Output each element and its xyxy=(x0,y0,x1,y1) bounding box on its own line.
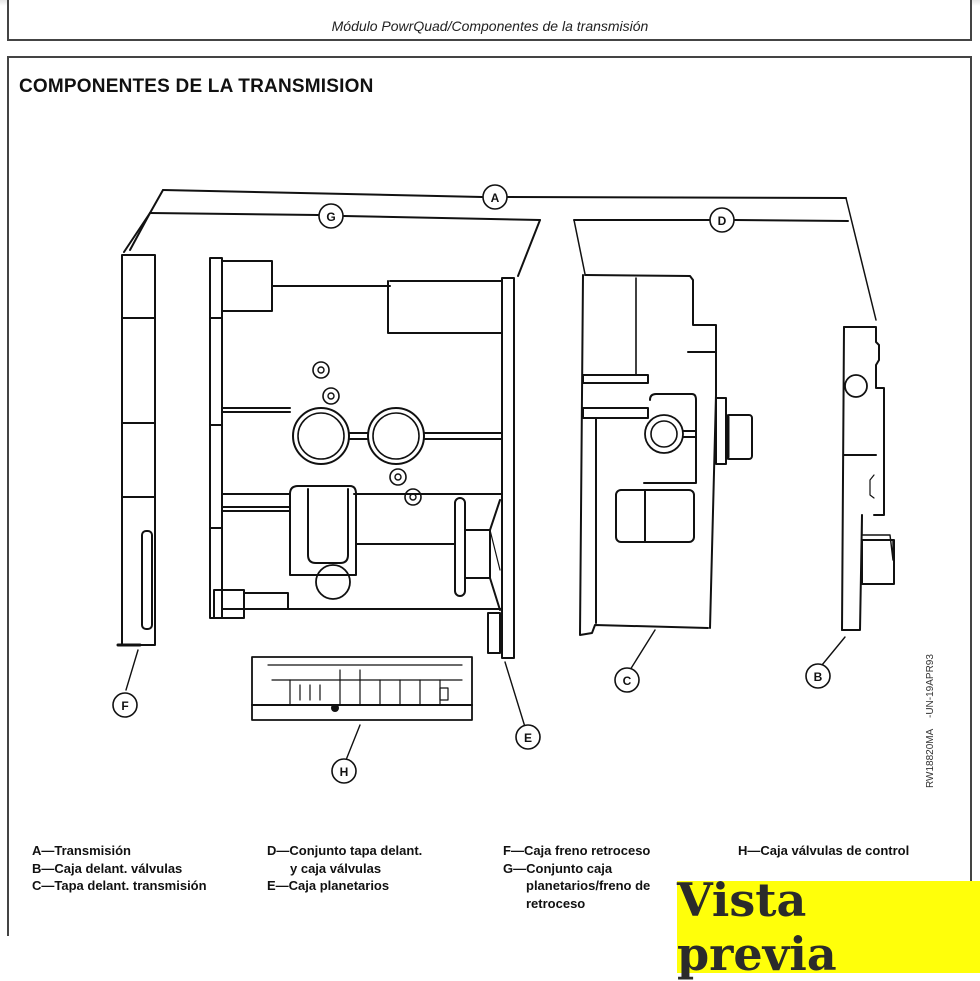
callout-c: C xyxy=(614,667,640,693)
svg-text:H: H xyxy=(340,765,349,779)
legend-column-3: F—Caja freno retroceso G—Conjunto caja p… xyxy=(503,842,650,912)
bracket-d xyxy=(573,219,849,275)
callout-e: E xyxy=(515,724,541,750)
legend-item-f: F—Caja freno retroceso xyxy=(503,843,651,858)
header-title: Módulo PowrQuad/Componentes de la transm… xyxy=(331,18,649,34)
component-h-control-valve-housing xyxy=(251,656,473,761)
preview-watermark-badge: Vista previa xyxy=(677,873,980,981)
callout-d: D xyxy=(709,207,735,233)
callout-a: A xyxy=(482,184,508,210)
svg-text:A: A xyxy=(491,191,500,205)
legend-column-2: D—Conjunto tapa delant. y caja válvulas … xyxy=(267,842,422,895)
bracket-a xyxy=(123,189,877,321)
svg-text:C: C xyxy=(623,674,632,688)
legend-item-e: E—Caja planetarios xyxy=(267,878,390,893)
legend-item-g: G—Conjunto caja xyxy=(503,860,613,876)
component-e-planetary-housing xyxy=(209,257,526,728)
legend-item-b: B—Caja delant. válvulas xyxy=(32,860,183,876)
legend-item-d: D—Conjunto tapa delant. xyxy=(267,843,423,858)
svg-text:E: E xyxy=(524,731,532,745)
component-f-reverse-brake-housing xyxy=(116,254,156,691)
svg-text:G: G xyxy=(326,210,335,224)
legend-column-1: A—Transmisión B—Caja delant. válvulas C—… xyxy=(32,842,207,895)
callout-b: B xyxy=(805,663,831,689)
legend-column-4: H—Caja válvulas de control xyxy=(738,842,909,860)
section-title: COMPONENTES DE LA TRANSMISION xyxy=(19,76,374,97)
svg-text:D: D xyxy=(718,214,727,228)
callout-h: H xyxy=(331,758,357,784)
legend-item-h: H—Caja válvulas de control xyxy=(738,843,910,858)
legend-item-g-cont-2: retroceso xyxy=(526,895,586,911)
figure-date: -UN-19APR93 xyxy=(925,654,936,718)
component-b-front-valve-housing xyxy=(821,326,895,666)
callout-g: G xyxy=(318,203,344,229)
svg-text:B: B xyxy=(814,670,823,684)
legend-item-c: C—Tapa delant. transmisión xyxy=(32,878,207,893)
legend-item-g-cont-1: planetarios/freno de xyxy=(526,878,651,893)
legend-item-a: A—Transmisión xyxy=(32,843,131,858)
component-c-front-cover xyxy=(579,274,753,671)
legend-item-d-cont: y caja válvulas xyxy=(290,860,382,876)
bracket-g xyxy=(129,212,541,277)
transmission-exploded-diagram: A G D F xyxy=(112,184,895,784)
figure-code: RW18820MA xyxy=(925,728,936,788)
callout-f: F xyxy=(112,692,138,718)
page-header xyxy=(7,0,972,41)
svg-text:F: F xyxy=(121,699,128,713)
